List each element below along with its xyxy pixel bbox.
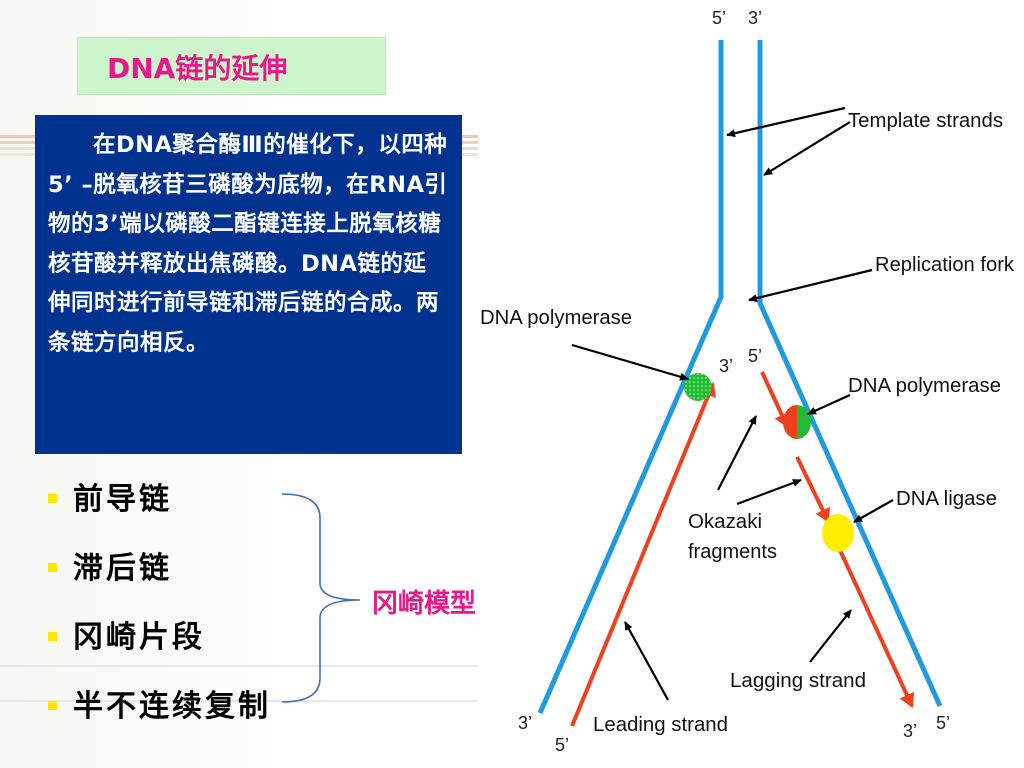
curly-brace bbox=[281, 493, 361, 703]
replication-fork-diagram: 5’ 3’ 3’ 5’ 3’ 5’ 3’ 5’ Template strands… bbox=[480, 8, 1015, 755]
label-okazaki: Okazaki bbox=[688, 511, 762, 533]
bullet-item: 冈崎片段 bbox=[48, 616, 271, 655]
end-label-inner-5: 5’ bbox=[748, 346, 762, 366]
bullet-square-icon bbox=[48, 631, 57, 641]
bullet-item: 前导链 bbox=[48, 478, 271, 517]
dna-polymerase-leading bbox=[684, 373, 712, 401]
bullet-label: 滞后链 bbox=[73, 551, 172, 586]
label-dna-polymerase: DNA polymerase bbox=[480, 307, 632, 329]
pointer-arrow bbox=[736, 478, 802, 506]
dna-ligase bbox=[822, 514, 854, 552]
label-okazaki-fragments: fragments bbox=[688, 541, 777, 563]
bullet-label: 前导链 bbox=[73, 482, 172, 517]
label-dna-ligase: DNA ligase bbox=[896, 488, 997, 510]
lagging-fragment bbox=[795, 456, 830, 523]
bullet-list: 前导链 滞后链 冈崎片段 半不连续复制 bbox=[48, 478, 271, 754]
bullet-square-icon bbox=[48, 493, 57, 503]
pointer-arrow bbox=[624, 621, 669, 701]
pointer-arrow bbox=[763, 121, 851, 176]
label-dna-polymerase: DNA polymerase bbox=[848, 375, 1001, 397]
end-label-bottom-3: 3’ bbox=[518, 713, 532, 733]
title-box bbox=[77, 37, 386, 95]
slide-title: DNA链的延伸 bbox=[107, 52, 288, 85]
lagging-fragment bbox=[831, 534, 915, 708]
pointer-arrow bbox=[748, 268, 873, 302]
label-lagging-strand: Lagging strand bbox=[730, 670, 866, 692]
bullet-item: 半不连续复制 bbox=[48, 685, 271, 724]
bullet-label: 冈崎片段 bbox=[73, 620, 205, 655]
end-label-top-3: 3’ bbox=[748, 8, 762, 28]
pointer-arrow bbox=[726, 106, 846, 138]
leading-strand bbox=[570, 382, 716, 727]
decorative-line bbox=[0, 700, 478, 702]
lagging-fragment bbox=[760, 371, 790, 428]
end-label-top-5: 5’ bbox=[712, 8, 726, 28]
template-strand-right bbox=[757, 40, 943, 708]
bullet-square-icon bbox=[48, 562, 57, 572]
description-box bbox=[35, 115, 462, 454]
description-text: 在DNA聚合酶Ⅲ的催化下，以四种5’ –脱氧核苷三磷酸为底物，在RNA引物的3’… bbox=[48, 132, 448, 356]
pointer-arrow bbox=[853, 499, 894, 523]
brace-label: 冈崎模型 bbox=[372, 589, 477, 619]
end-label-inner-3: 3’ bbox=[719, 356, 733, 376]
pointer-arrow bbox=[717, 415, 757, 491]
dna-polymerase-lagging bbox=[783, 405, 797, 439]
end-label-bottom-3: 3’ bbox=[903, 721, 917, 741]
bullet-item: 滞后链 bbox=[48, 547, 271, 586]
label-template-strands: Template strands bbox=[848, 110, 1003, 132]
template-strand-left bbox=[537, 40, 724, 714]
bullet-label: 半不连续复制 bbox=[73, 689, 271, 724]
pointer-arrow bbox=[571, 343, 689, 381]
label-replication-fork: Replication fork bbox=[875, 254, 1015, 276]
pointer-arrow bbox=[809, 609, 852, 663]
pointer-arrow bbox=[807, 393, 851, 416]
end-label-bottom-5: 5’ bbox=[555, 735, 569, 755]
label-leading-strand: Leading strand bbox=[593, 714, 728, 736]
bullet-square-icon bbox=[48, 700, 57, 710]
end-label-bottom-5: 5’ bbox=[936, 713, 950, 733]
decorative-line bbox=[0, 665, 478, 667]
